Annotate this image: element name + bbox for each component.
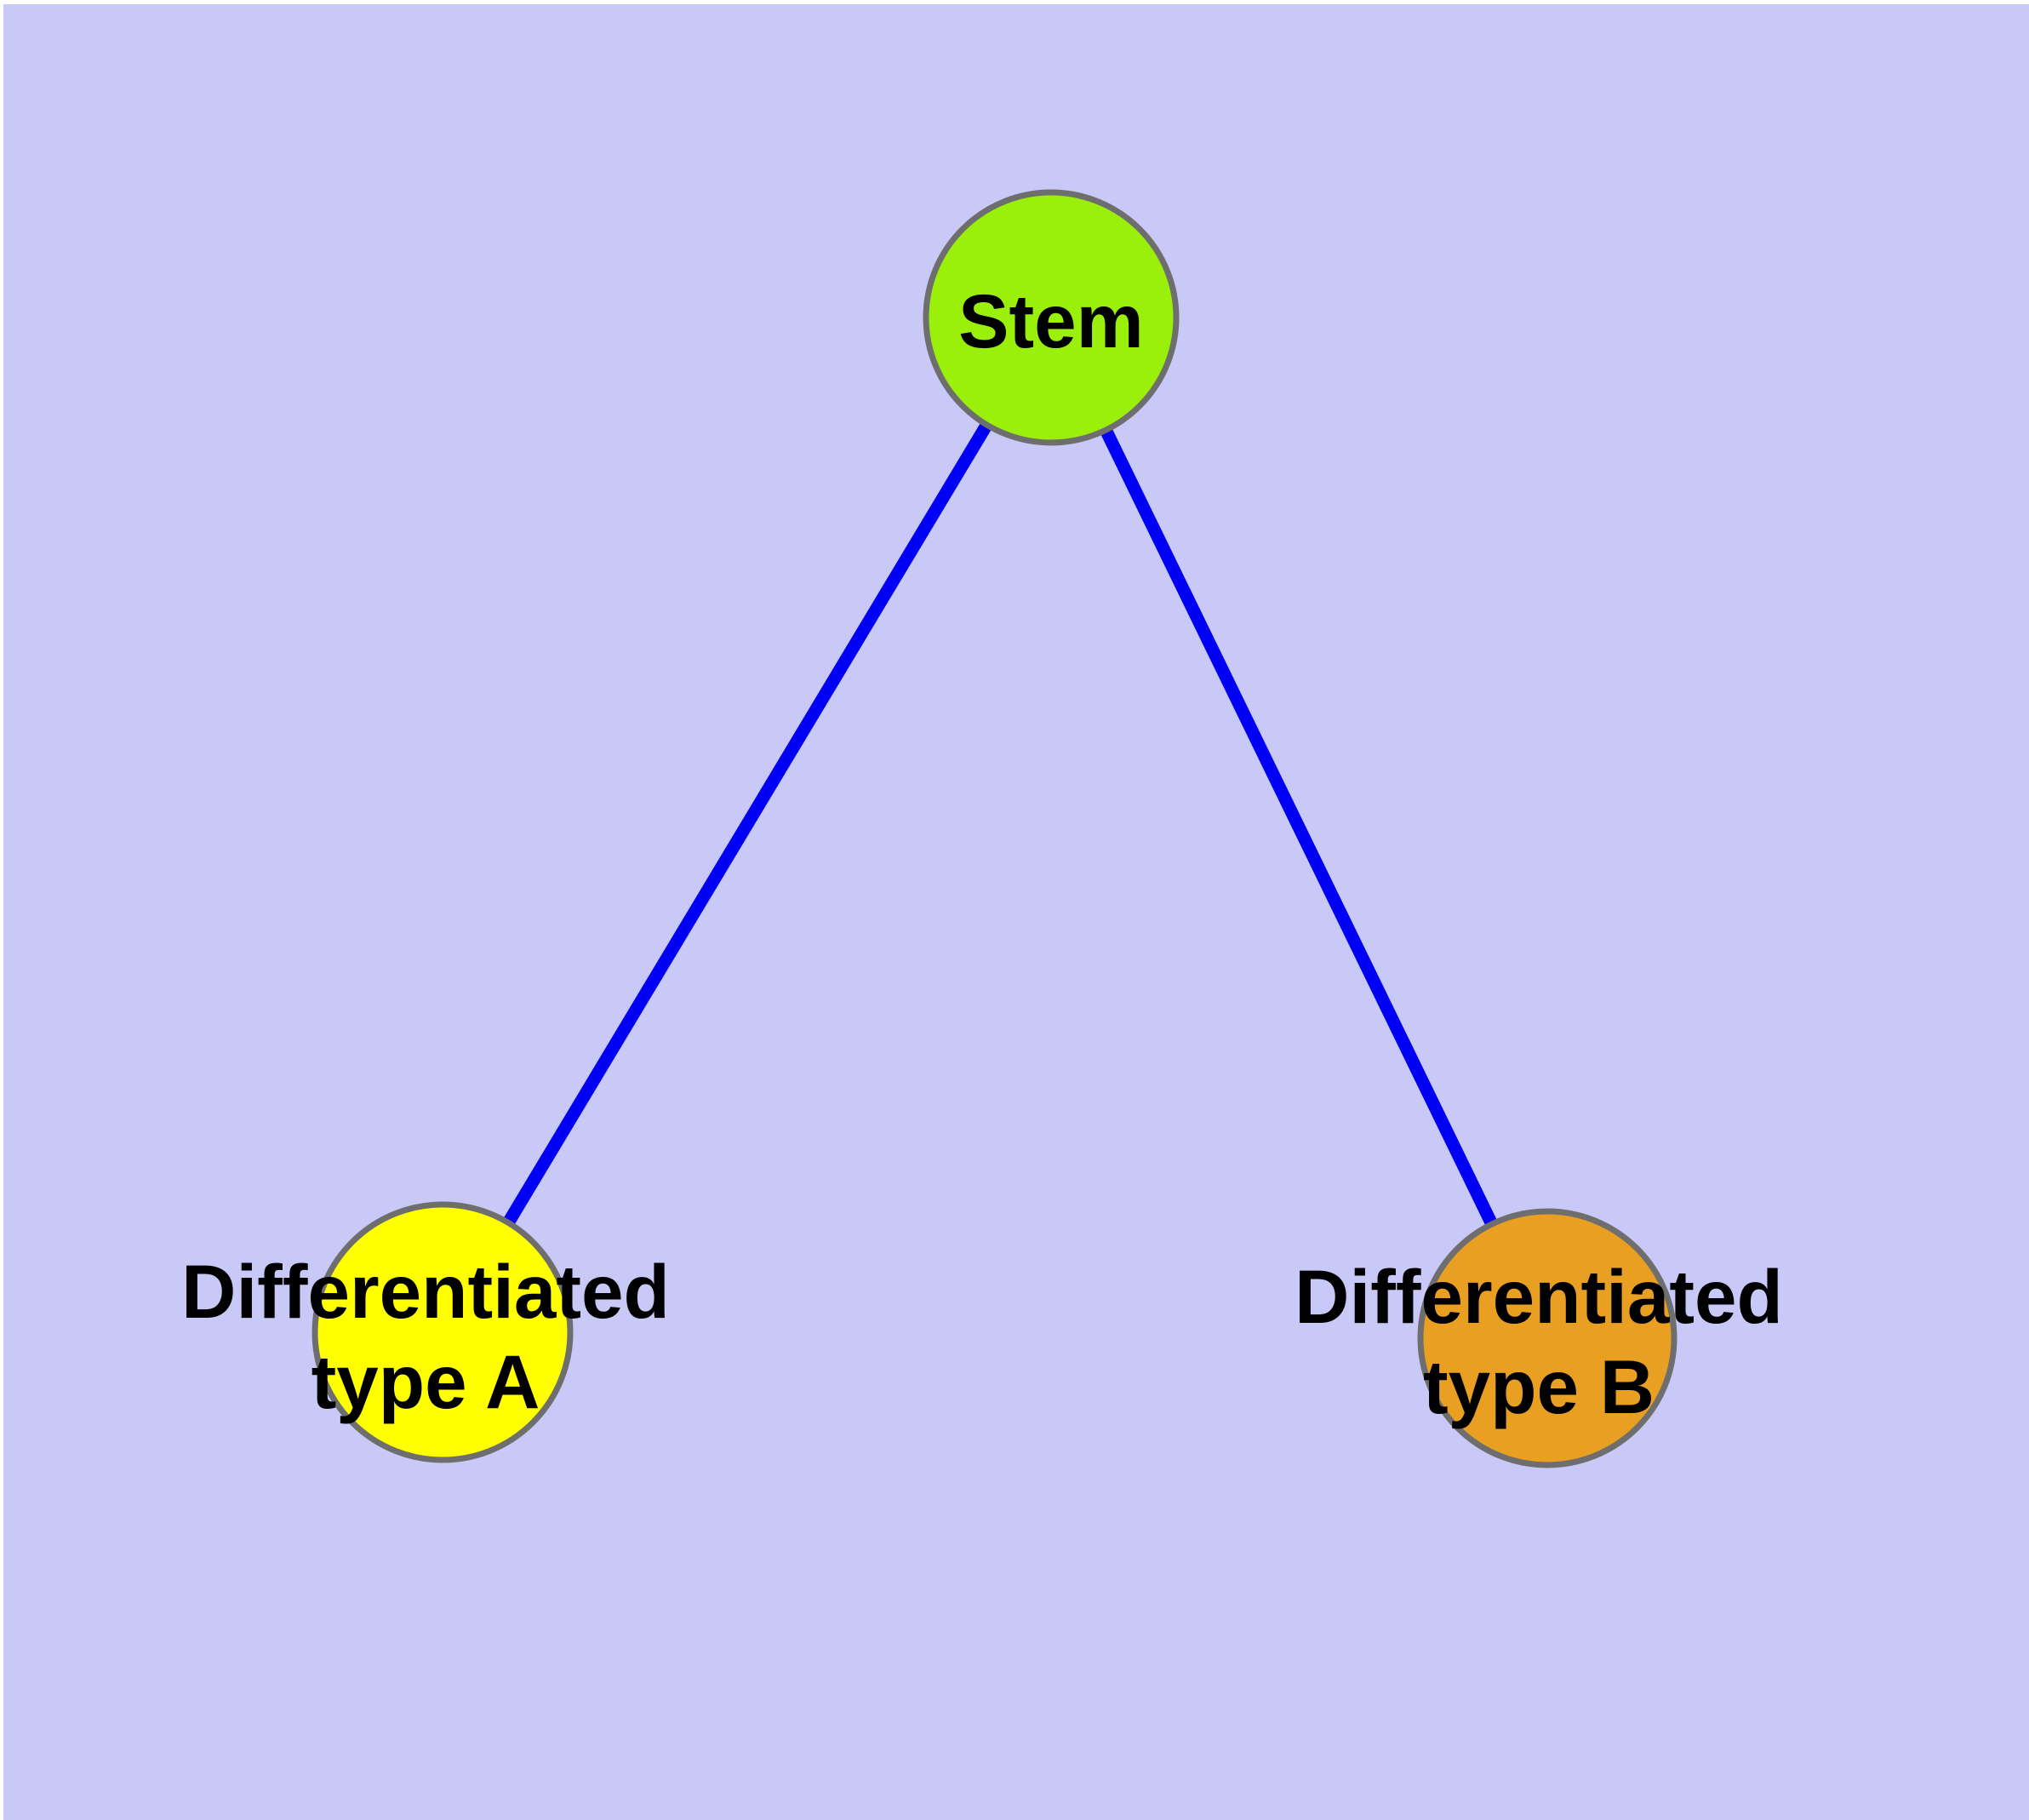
nodes-group — [311, 189, 1677, 1468]
node-type-b-circle — [1417, 1208, 1677, 1468]
node-stem-circle — [923, 189, 1180, 446]
node-type-a-circle — [311, 1201, 574, 1463]
edge-stem-to-type-a — [437, 314, 1057, 1336]
node-type-b-label-line2: type B — [1422, 1344, 1655, 1429]
node-type-a-label-line2: type A — [311, 1339, 540, 1424]
node-type-a-label-line1: Differentiated — [181, 1249, 670, 1334]
node-type-b-label-line1: Differentiated — [1295, 1254, 1783, 1339]
node-stem-label-line: Stem — [958, 278, 1144, 363]
edges-group — [437, 314, 1553, 1342]
node-stem-label: Stem — [958, 276, 1144, 366]
node-type-b-label: Differentiated type B — [1295, 1251, 1783, 1432]
edge-stem-to-type-b — [1045, 314, 1553, 1342]
node-type-a-label: Differentiated type A — [181, 1246, 670, 1427]
